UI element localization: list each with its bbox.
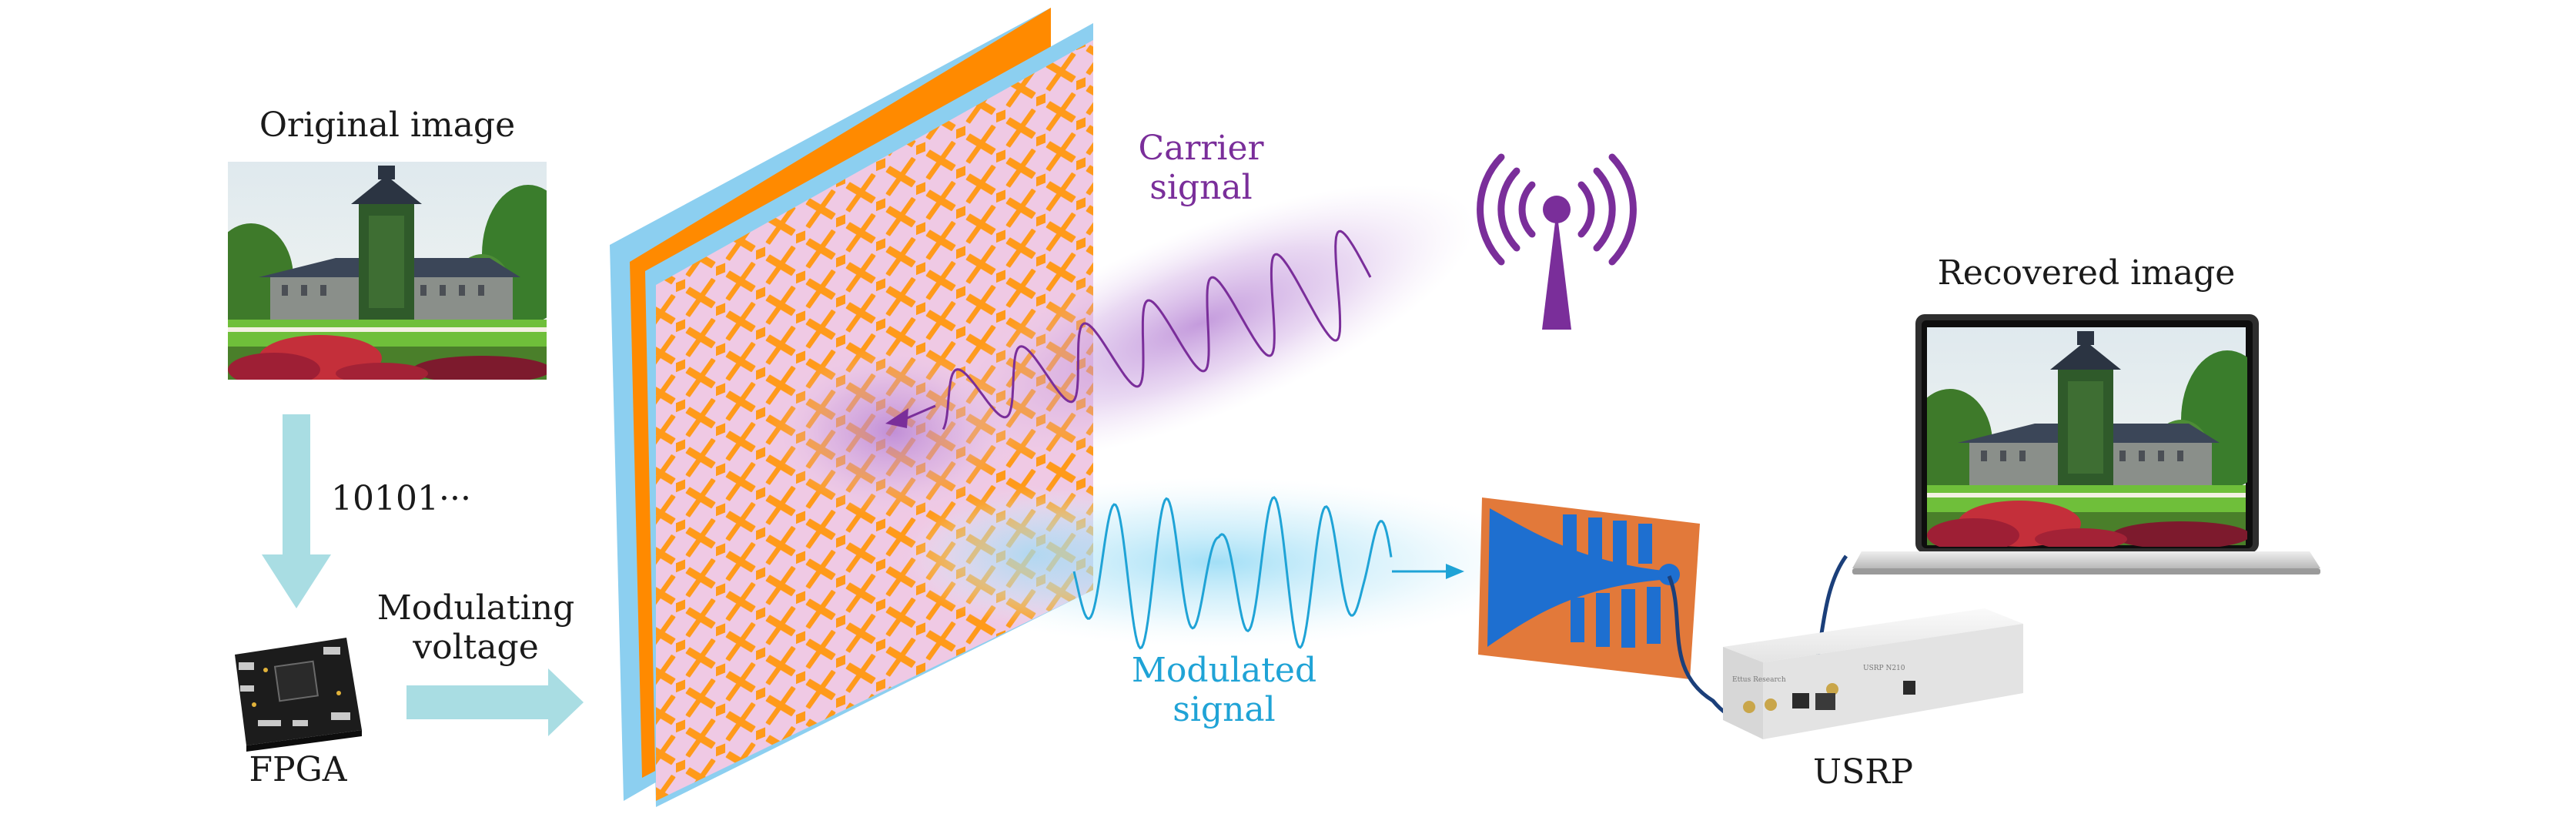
recovered-image-thumbnail (1927, 327, 2247, 547)
original-image-thumbnail (228, 162, 547, 380)
carrier-line2: signal (1149, 167, 1253, 207)
carrier-line1: Carrier (1138, 129, 1264, 168)
usrp-brand-text: Ettus Research (1732, 676, 1786, 684)
recovered-image-label: Recovered image (1937, 253, 2236, 293)
modulated-line1: Modulated (1131, 651, 1317, 690)
down-arrow (262, 414, 331, 608)
original-image-label: Original image (259, 106, 516, 145)
modulated-signal-beam (893, 477, 1540, 650)
modulated-signal-label: Modulated signal (1109, 651, 1340, 729)
bitstream-label: 10101··· (331, 479, 471, 518)
carrier-signal-label: Carrier signal (1109, 129, 1293, 207)
modulating-voltage-label: Modulating voltage (368, 588, 584, 667)
modulating-voltage-line2: voltage (413, 627, 539, 667)
modulated-line2: signal (1173, 689, 1276, 729)
usrp-model-text: USRP N210 (1863, 665, 1905, 672)
fpga-label: FPGA (249, 750, 347, 789)
carrier-signal-beam (885, 184, 1475, 463)
metasurface-icon (610, 8, 1093, 807)
vivaldi-antenna-icon (1478, 497, 1700, 679)
right-arrow (406, 668, 584, 736)
laptop-icon (1852, 314, 2320, 574)
modulating-voltage-line1: Modulating (376, 588, 575, 628)
fpga-board-icon (235, 638, 362, 752)
usrp-label: USRP (1813, 752, 1913, 792)
usrp-device-icon: Ettus Research USRP N210 (1723, 608, 2023, 739)
antenna-tower-icon (1477, 153, 1637, 330)
